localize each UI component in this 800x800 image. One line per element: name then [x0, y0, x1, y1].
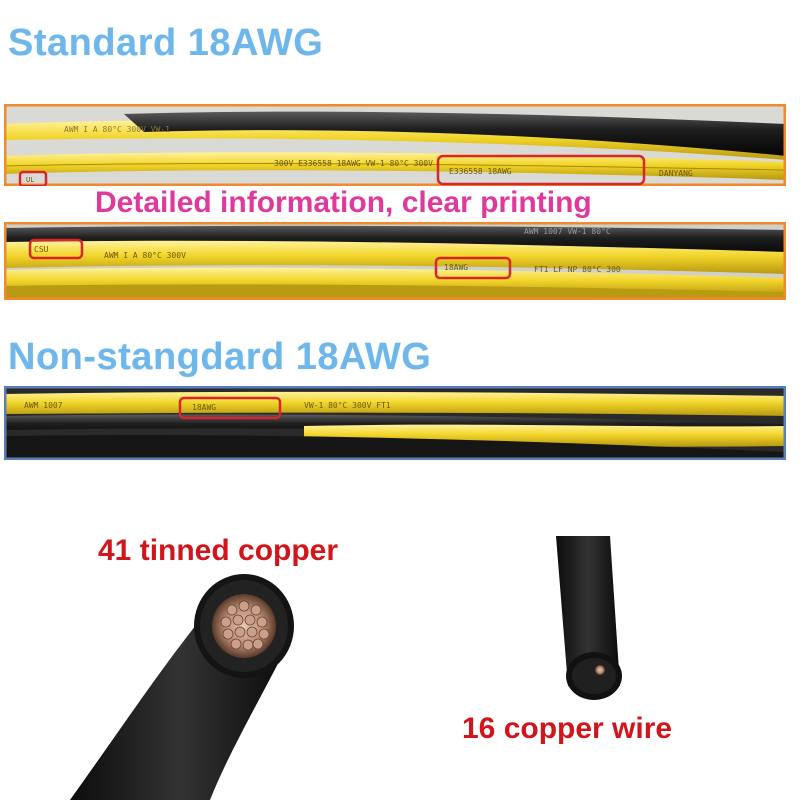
thick-cable-cross-section	[60, 560, 340, 800]
standard-cable-photo-2: AWM 1007 VW-1 80°C CSU AWM I A 80°C 300V…	[4, 222, 786, 300]
strip1-upper-print: AWM I A 80°C 300V VW-1	[64, 125, 170, 134]
highlight-18awg-box	[434, 256, 512, 280]
strip1-ul-mark: UL	[26, 176, 34, 184]
highlight-ul-box	[18, 170, 48, 186]
highlight-csu-box	[28, 238, 84, 260]
strip1-code-mark: E336558 18AWG	[449, 167, 512, 176]
strip3-18awg-mark: 18AWG	[192, 403, 216, 412]
strip3-print: AWM 1007	[24, 401, 63, 410]
tinned-copper-caption: 41 tinned copper	[98, 534, 339, 567]
strip2-tail-print: FT1 LF NP 80°C 300	[534, 265, 621, 274]
thin-cable-cross-section	[548, 536, 638, 716]
strip1-maker-mark: DANYANG	[659, 169, 693, 178]
standard-18awg-heading: Standard 18AWG	[8, 22, 324, 64]
strip2-top-print: AWM 1007 VW-1 80°C	[524, 227, 611, 236]
standard-cable-photo-1: AWM I A 80°C 300V VW-1 300V E336558 18AW…	[4, 104, 786, 186]
strip2-18awg-mark: 18AWG	[444, 263, 468, 272]
nonstandard-18awg-heading: Non-stangdard 18AWG	[8, 336, 432, 378]
highlight-e336558-18awg-box	[436, 154, 646, 186]
strip2-csu-mark: CSU	[34, 245, 49, 254]
detailed-information-caption: Detailed information, clear printing	[95, 186, 592, 219]
nonstandard-cable-photo: AWM 1007 18AWG VW-1 80°C 300V FT1	[4, 386, 786, 460]
copper-wire-caption: 16 copper wire	[462, 712, 673, 745]
highlight-nonstandard-18awg-box	[178, 396, 282, 420]
strip3-tail-print: VW-1 80°C 300V FT1	[304, 401, 391, 410]
strip1-lower-print: 300V E336558 18AWG VW-1 80°C 300V	[274, 159, 433, 168]
strip2-print: AWM I A 80°C 300V	[104, 251, 186, 260]
